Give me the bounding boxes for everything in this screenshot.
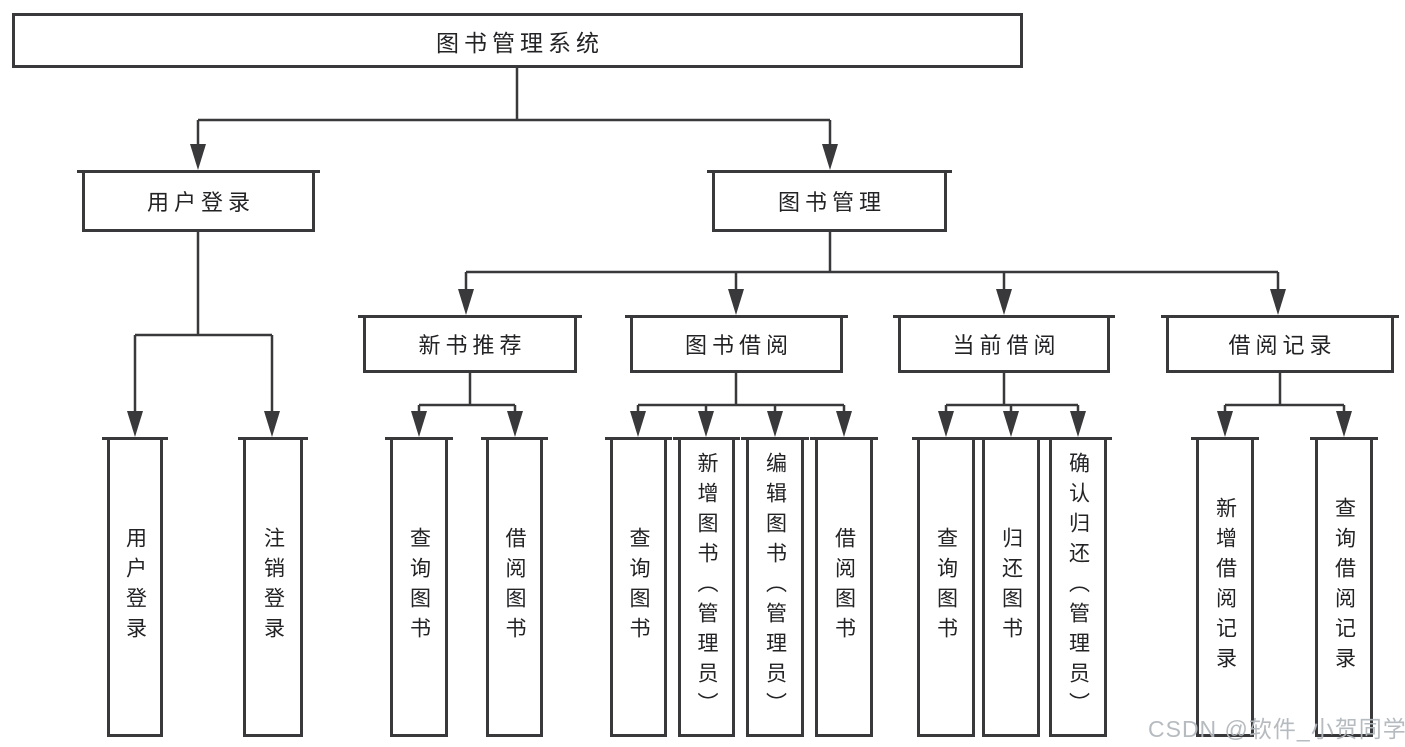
- leaf-logout-label: 注销登录: [261, 527, 285, 647]
- leaf-borrow-borrow-books: 借阅图书: [810, 437, 878, 737]
- leaf-current-return-books-label: 归还图书: [999, 527, 1023, 647]
- node-new-book-recommendation-label: 新书推荐: [418, 333, 527, 358]
- node-book-borrowing-label: 图书借阅: [684, 333, 793, 358]
- leaf-records-add-record: 新增借阅记录: [1191, 437, 1259, 737]
- leaf-borrow-add-books-admin-label: 新增图书（管理员）: [695, 452, 718, 722]
- leaf-records-query-record-label: 查询借阅记录: [1332, 497, 1356, 677]
- leaf-current-return-books: 归还图书: [977, 437, 1045, 737]
- node-borrowing-records: 借阅记录: [1161, 315, 1399, 373]
- leaf-newbooks-borrow-books-label: 借阅图书: [503, 527, 526, 647]
- node-current-borrowing: 当前借阅: [893, 315, 1115, 373]
- node-book-management-label: 图书管理: [777, 190, 886, 215]
- node-user-login-label: 用户登录: [146, 190, 255, 215]
- node-current-borrowing-label: 当前借阅: [952, 333, 1061, 358]
- leaf-newbooks-borrow-books: 借阅图书: [481, 437, 548, 737]
- leaf-newbooks-query-books: 查询图书: [385, 437, 453, 737]
- leaf-user-login-label: 用户登录: [123, 527, 147, 647]
- node-user-login: 用户登录: [77, 170, 320, 232]
- node-root: 图书管理系统: [12, 13, 1023, 68]
- leaf-current-confirm-return-admin: 确认归还（管理员）: [1044, 437, 1112, 737]
- node-new-book-recommendation: 新书推荐: [358, 315, 582, 373]
- leaf-current-confirm-return-admin-label: 确认归还（管理员）: [1066, 452, 1090, 722]
- leaf-borrow-query-books-label: 查询图书: [627, 527, 650, 647]
- leaf-borrow-add-books-admin: 新增图书（管理员）: [673, 437, 740, 737]
- leaf-user-login: 用户登录: [102, 437, 168, 737]
- node-book-management: 图书管理: [707, 170, 952, 232]
- node-borrowing-records-label: 借阅记录: [1228, 333, 1337, 358]
- leaf-logout: 注销登录: [238, 437, 308, 737]
- leaf-current-query-books: 查询图书: [912, 437, 980, 737]
- node-root-label: 图书管理系统: [436, 29, 604, 56]
- arrowheads: [127, 144, 1352, 437]
- csdn-watermark: CSDN @软件_小贺同学: [1148, 716, 1405, 742]
- leaf-records-add-record-label: 新增借阅记录: [1213, 497, 1237, 677]
- leaf-records-query-record: 查询借阅记录: [1310, 437, 1378, 737]
- leaf-newbooks-query-books-label: 查询图书: [407, 527, 431, 647]
- leaf-borrow-edit-books-admin-label: 编辑图书（管理员）: [763, 452, 787, 722]
- leaf-current-query-books-label: 查询图书: [934, 527, 958, 647]
- leaf-borrow-borrow-books-label: 借阅图书: [832, 527, 856, 647]
- leaf-borrow-edit-books-admin: 编辑图书（管理员）: [741, 437, 809, 737]
- node-book-borrowing: 图书借阅: [625, 315, 848, 373]
- leaf-borrow-query-books: 查询图书: [605, 437, 672, 737]
